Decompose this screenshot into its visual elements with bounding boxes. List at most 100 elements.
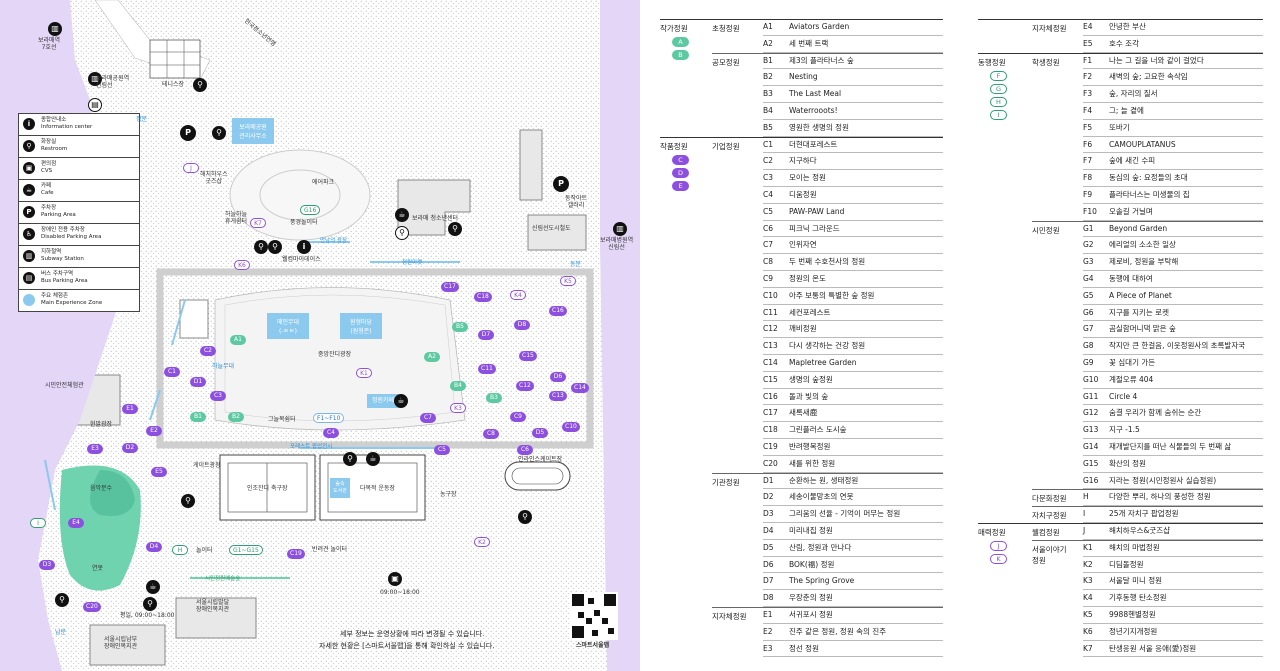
marker-D4[interactable]: D4 — [146, 542, 162, 552]
marker-E2[interactable]: E2 — [146, 426, 162, 436]
cafe-icon[interactable]: ☕ — [394, 394, 408, 408]
marker-C10[interactable]: C10 — [562, 422, 580, 432]
marker-B1[interactable]: B1 — [190, 412, 206, 422]
marker-C2[interactable]: C2 — [200, 346, 216, 356]
marker-A1[interactable]: A1 — [230, 335, 246, 345]
marker-E1[interactable]: E1 — [122, 404, 138, 414]
info-icon[interactable]: i — [297, 240, 311, 254]
marker-B2[interactable]: B2 — [228, 412, 244, 422]
marker-E5[interactable]: E5 — [151, 467, 167, 477]
restroom-icon[interactable]: ⚲ — [343, 452, 357, 466]
marker-K4[interactable]: K4 — [510, 290, 526, 300]
bus-parking-icon[interactable]: ▤ — [88, 98, 102, 112]
marker-I[interactable]: I — [30, 518, 46, 528]
marker-C8[interactable]: C8 — [483, 429, 499, 439]
marker-C7[interactable]: C7 — [420, 413, 436, 423]
cafe-icon[interactable]: ☕ — [146, 580, 160, 594]
marker-K5[interactable]: K5 — [560, 276, 576, 286]
forest-library[interactable]: 숲속 도서관 — [330, 478, 350, 498]
marker-C13[interactable]: C13 — [549, 391, 567, 401]
marker-D6[interactable]: D6 — [550, 372, 566, 382]
subway-icon[interactable]: ▥ — [613, 222, 627, 236]
marker-D7[interactable]: D7 — [478, 330, 494, 340]
restroom-icon[interactable]: ⚲ — [395, 226, 409, 240]
marker-K2[interactable]: K2 — [474, 537, 490, 547]
restroom-icon[interactable]: ⚲ — [268, 240, 282, 254]
marker-C5[interactable]: C5 — [434, 445, 450, 455]
marker-C17[interactable]: C17 — [441, 282, 459, 292]
marker-J[interactable]: J — [183, 163, 199, 173]
marker-C14[interactable]: C14 — [571, 383, 589, 393]
marker-C9[interactable]: C9 — [510, 412, 526, 422]
marker-G1-G15[interactable]: G1~G15 — [229, 545, 263, 555]
qr-code[interactable] — [570, 592, 618, 640]
marker-D3[interactable]: D3 — [39, 560, 55, 570]
park-office[interactable]: 보라매공원 관리사무소 — [232, 118, 274, 144]
marker-C1[interactable]: C1 — [164, 367, 180, 377]
convenience-store-icon[interactable]: ▣ — [388, 572, 402, 586]
cafe-icon[interactable]: ☕ — [395, 208, 409, 222]
restroom-icon[interactable]: ⚲ — [448, 222, 462, 236]
marker-F1-F10[interactable]: F1~F10 — [313, 413, 345, 423]
marker-B3[interactable]: B3 — [486, 393, 502, 403]
marker-K7[interactable]: K7 — [250, 218, 266, 228]
marker-K3[interactable]: K3 — [450, 403, 466, 413]
marker-H[interactable]: H — [172, 545, 188, 555]
marker-D8[interactable]: D8 — [514, 320, 530, 330]
marker-E4[interactable]: E4 — [68, 518, 84, 528]
marker-C12[interactable]: C12 — [516, 381, 534, 391]
subway-icon[interactable]: ▥ — [48, 22, 62, 36]
marker-C11[interactable]: C11 — [478, 364, 496, 374]
subway-icon[interactable]: ▥ — [88, 72, 102, 86]
restroom-icon[interactable]: ⚲ — [193, 78, 207, 92]
marker-D5[interactable]: D5 — [532, 428, 548, 438]
